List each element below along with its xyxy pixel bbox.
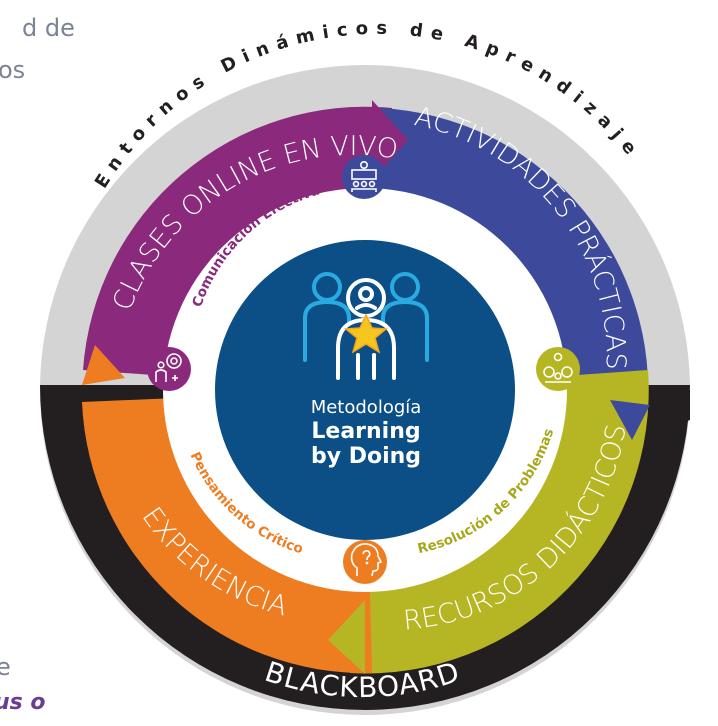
star-icon (344, 313, 388, 354)
center-line-3: by Doing (311, 444, 421, 469)
arrow-tip-4 (82, 345, 125, 385)
arrow-tip-1 (372, 100, 408, 180)
presentation-icon (342, 155, 386, 199)
teamwork-gears-icon (536, 347, 580, 391)
center-line-2: Learning (311, 419, 420, 444)
center-line-1: Metodología (311, 397, 422, 418)
center-disc (215, 240, 515, 540)
edge-text-line-2: os (0, 56, 26, 84)
arrow-tip-3 (328, 600, 365, 674)
edge-text-line-1: d de (22, 14, 75, 42)
head-question-icon (343, 540, 387, 584)
person-target-icon (147, 347, 191, 391)
arrow-tip-2 (610, 400, 650, 440)
edge-text-line-4: us o (0, 690, 46, 715)
edge-text-line-3: e (0, 653, 11, 681)
